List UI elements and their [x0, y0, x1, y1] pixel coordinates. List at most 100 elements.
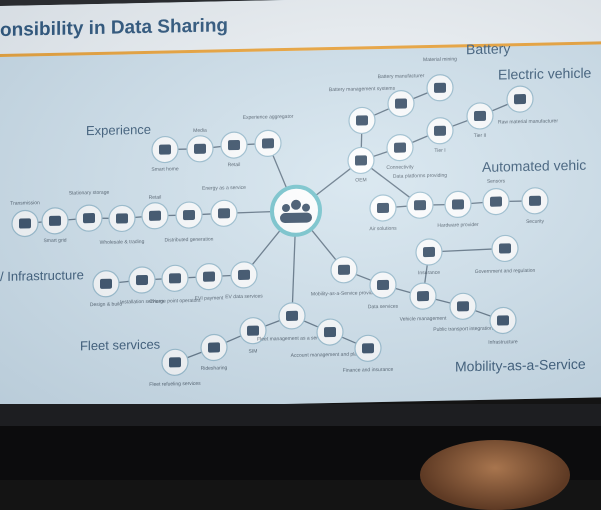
- node-sim: SIM: [239, 317, 267, 355]
- bus-icon: [457, 301, 469, 312]
- node-label: Data services: [368, 304, 399, 311]
- node-media: Media: [186, 128, 214, 163]
- node-label: Experience aggregator: [243, 114, 294, 121]
- node-tier-ii: Tier II: [466, 102, 494, 139]
- wifi-icon: [490, 196, 502, 207]
- cart-icon: [149, 210, 161, 221]
- node-label: Wholesale & trading: [100, 239, 145, 246]
- node-label: Ridesharing: [201, 365, 228, 372]
- node-security: Security: [521, 187, 549, 225]
- node-label: Smart grid: [43, 238, 66, 244]
- node-charge-point: Charge point operators: [149, 264, 201, 305]
- signal-icon: [394, 142, 406, 153]
- node-retail-energy: Retail: [141, 195, 169, 230]
- node-battery-manufacturer: Battery manufacturer: [378, 73, 425, 118]
- node-label: Energy as a service: [202, 185, 246, 192]
- monitor-icon: [194, 143, 206, 154]
- key-icon: [286, 310, 298, 321]
- node-government: Government and regulation: [475, 234, 536, 275]
- node-label: Air solutions: [369, 226, 397, 233]
- charger-icon: [169, 273, 181, 284]
- screen-frame: [0, 404, 601, 426]
- node-data-platform: Data platforms providing: [393, 173, 447, 219]
- node-design-build: Design & build: [90, 270, 122, 308]
- node-label: Stationary storage: [69, 190, 110, 197]
- node-label: Finance and insurance: [343, 367, 394, 374]
- node-label: Infrastructure: [488, 339, 518, 346]
- node-oem: OEM: [347, 146, 375, 184]
- category-experience: Experience: [86, 122, 151, 138]
- node-refueling: Fleet refueling services: [149, 348, 201, 388]
- node-label: Smart home: [151, 166, 178, 173]
- audience-head: [420, 440, 570, 510]
- tools-icon: [100, 278, 112, 289]
- node-installation-services: Installation services: [120, 266, 164, 305]
- category-automated-vehicle: Automated vehic: [482, 157, 586, 175]
- node-ev-payment: EVI payment: [195, 263, 224, 302]
- cloud-icon: [377, 202, 389, 214]
- upload-icon: [238, 269, 250, 280]
- bank-icon: [499, 243, 511, 254]
- node-label: Raw material manufacturer: [498, 118, 558, 125]
- node-label: Government and regulation: [475, 268, 536, 275]
- node-transmission: Transmission: [10, 200, 40, 238]
- node-label: EV data services: [225, 293, 263, 300]
- node-material-mining: Material mining: [423, 56, 457, 102]
- node-label: Fleet management as a service: [257, 335, 327, 342]
- node-label: Media: [193, 128, 207, 134]
- node-wholesale-trading: Wholesale & trading: [100, 204, 145, 246]
- phone-icon: [159, 144, 171, 155]
- node-infrastructure-node: Infrastructure: [488, 306, 518, 346]
- lock-icon: [529, 195, 541, 206]
- category-battery: Battery: [466, 40, 510, 57]
- battery-bar-icon: [356, 115, 368, 126]
- recycle-icon: [116, 213, 128, 224]
- wrench-icon: [247, 325, 259, 336]
- node-retail-top: Retail: [220, 131, 248, 168]
- wallet-icon: [324, 327, 336, 338]
- cart-icon: [514, 94, 526, 105]
- node-label: Insurance: [418, 270, 440, 276]
- node-label: Vehicle management: [400, 316, 447, 323]
- node-label: Charge point operators: [149, 298, 201, 305]
- node-distributed-generation: Distributed generation: [165, 201, 214, 244]
- node-ride-sharing: Ridesharing: [200, 333, 228, 372]
- category-mobility: Mobility-as-a-Service: [455, 356, 586, 375]
- tower-icon: [19, 218, 31, 229]
- cart-icon: [434, 82, 446, 93]
- hub-node: [270, 184, 322, 237]
- node-label: Retail: [228, 162, 241, 168]
- category-electric-vehicle: Electric vehicle: [498, 65, 592, 83]
- shield-icon: [423, 246, 435, 258]
- node-label: Public transport integration: [433, 326, 493, 333]
- battery-icon: [83, 213, 95, 224]
- node-experience-aggregator: Experience aggregator: [243, 114, 294, 157]
- node-insurance: Insurance: [415, 238, 443, 276]
- sliders-icon: [49, 215, 61, 226]
- node-fleet-management: Fleet management as a service: [257, 302, 327, 343]
- plug-icon: [136, 274, 148, 286]
- node-energy-service: Energy as a service: [202, 185, 246, 227]
- node-raw-material: Raw material manufacturer: [498, 85, 558, 126]
- bolt-icon: [474, 110, 486, 122]
- node-label: Security: [526, 219, 545, 225]
- node-label: Tier I: [434, 148, 445, 154]
- node-label: Data platforms providing: [393, 173, 447, 180]
- card-icon: [203, 271, 215, 282]
- node-label: SIM: [249, 349, 258, 355]
- node-account-management: Account management and planning: [291, 318, 370, 359]
- cars-icon: [338, 264, 350, 275]
- node-label: OEM: [355, 177, 366, 183]
- node-label: Connectivity: [386, 164, 414, 171]
- fuel-icon: [169, 357, 181, 368]
- node-public-transport: Public transport integration: [433, 292, 493, 333]
- node-stationary-storage: Stationary storage: [69, 190, 110, 232]
- node-label: Battery management systems: [329, 86, 396, 93]
- node-sensors: Sensors: [482, 178, 510, 216]
- car-icon: [417, 291, 429, 302]
- node-vehicle-management: Vehicle management: [400, 282, 447, 323]
- node-label: Hardware provider: [437, 222, 478, 229]
- node-label: EVI payment: [195, 295, 224, 302]
